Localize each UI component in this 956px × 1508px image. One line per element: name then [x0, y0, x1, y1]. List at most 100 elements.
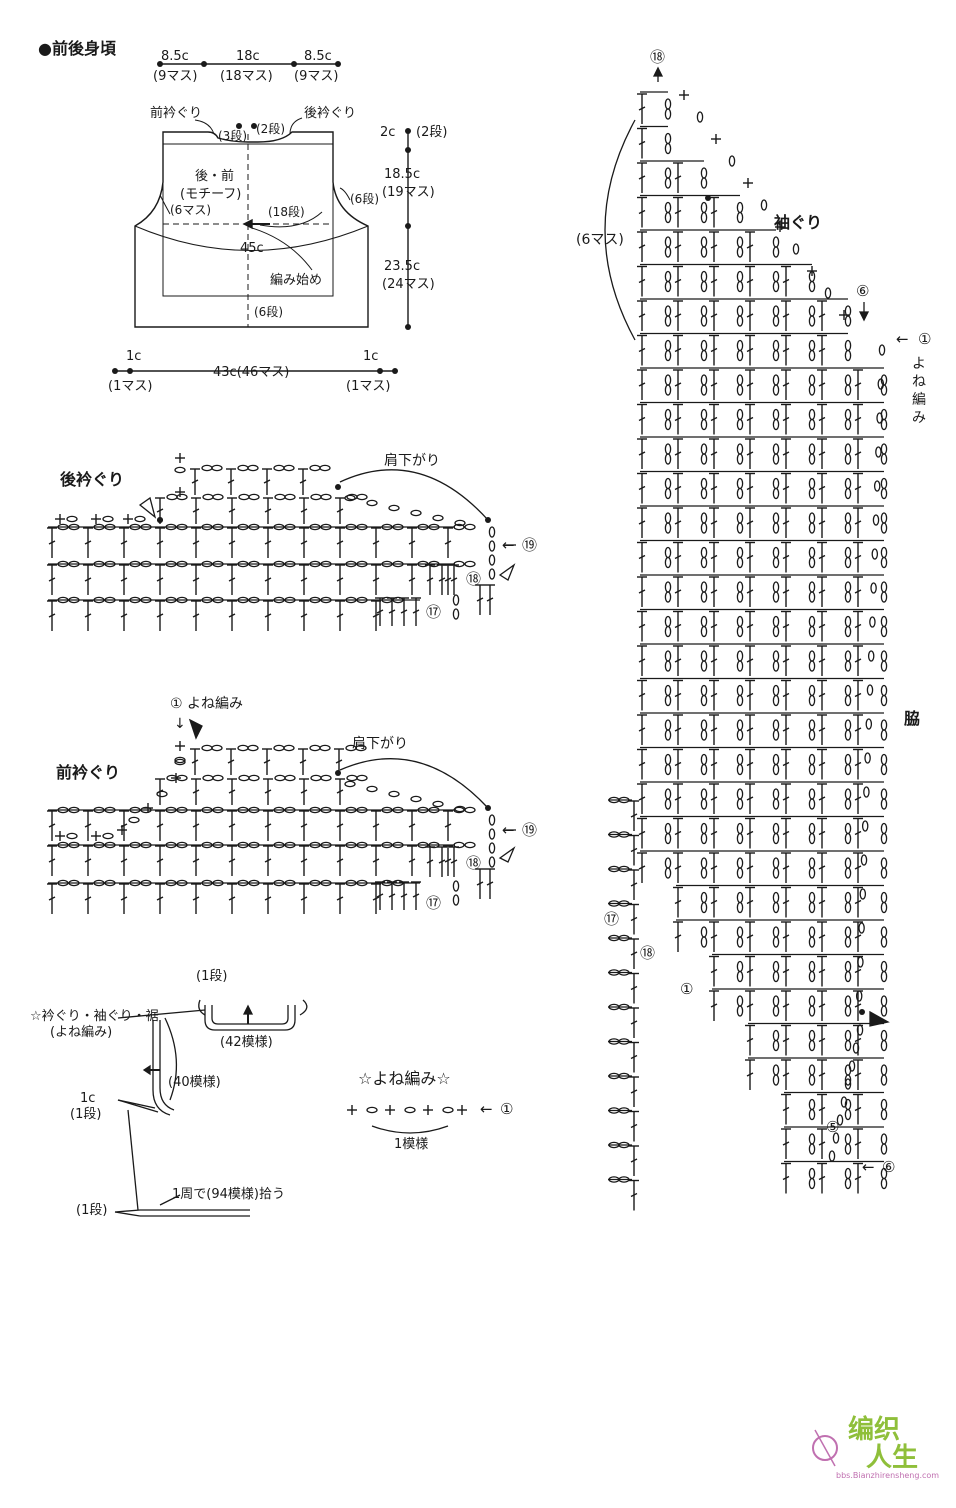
double-crochet: [781, 1093, 791, 1125]
chain-stitch: [736, 729, 744, 741]
chain-stitch: [356, 806, 368, 814]
chain-stitch: [844, 1039, 852, 1052]
chain-stitch: [664, 591, 672, 603]
chain-stitch: [320, 493, 332, 501]
chain-stitch: [68, 806, 80, 814]
chain-stitch: [736, 546, 744, 559]
chain-stitch: [248, 493, 260, 501]
double-crochet: [673, 886, 683, 918]
chain-stitch: [844, 581, 852, 593]
chain-stitch: [165, 560, 177, 568]
chain-stitch: [772, 581, 780, 593]
chain-stitch: [165, 841, 177, 849]
double-crochet: [637, 438, 647, 469]
chain-stitch: [309, 464, 321, 472]
double-crochet: [637, 748, 647, 780]
chain-stitch: [808, 936, 816, 948]
chain-stitch: [808, 280, 816, 293]
chain-stitch: [736, 556, 744, 569]
double-crochet: [119, 810, 129, 841]
double-crochet: [673, 852, 683, 883]
chain-stitch: [201, 560, 213, 568]
double-crochet: [709, 507, 719, 538]
chain-stitch: [880, 891, 888, 904]
chain-stitch: [664, 408, 672, 421]
single-crochet: [839, 310, 849, 320]
chain-stitch: [736, 581, 744, 593]
double-crochet: [335, 845, 345, 876]
chain-stitch: [880, 1108, 888, 1121]
double-crochet: [83, 527, 93, 558]
front-neck-dots: [335, 770, 491, 811]
chain-stitch: [844, 1167, 852, 1180]
chain-stitch: [808, 453, 816, 465]
chain-stitch: [274, 493, 286, 501]
chain-stitch: [700, 546, 708, 559]
chain-stitch: [736, 477, 744, 490]
chain-stitch: [859, 888, 867, 900]
chain-stitch: [808, 1029, 816, 1042]
chain-stitch: [700, 522, 708, 534]
chain-stitch: [878, 344, 886, 356]
back-row-18: ⑱: [466, 570, 481, 588]
chain-stitch: [870, 582, 877, 594]
chain-stitch: [880, 477, 888, 490]
chain-stitch: [381, 806, 393, 814]
edging-row-1: (1段): [196, 969, 227, 984]
double-crochet: [781, 265, 791, 297]
chain-stitch: [165, 523, 177, 531]
chain-stitch: [664, 822, 672, 835]
chain-stitch: [664, 650, 672, 662]
single-crochet: [743, 178, 753, 188]
double-crochet: [709, 748, 719, 780]
width-45: 45c: [240, 241, 264, 256]
chain-stitch: [664, 719, 672, 731]
chain-stitch: [736, 788, 744, 800]
double-crochet: [227, 497, 237, 524]
chain-stitch: [808, 1098, 816, 1111]
double-crochet: [817, 955, 827, 987]
chain-stitch: [772, 443, 780, 455]
chain-stitch: [844, 374, 852, 386]
chain-stitch: [237, 879, 249, 887]
chain-stitch: [488, 842, 496, 854]
double-crochet: [817, 1024, 827, 1056]
double-crochet: [637, 852, 647, 883]
chain-stitch: [664, 763, 672, 776]
chain-stitch: [618, 1107, 630, 1114]
double-crochet: [629, 1145, 639, 1176]
chain-stitch: [700, 487, 708, 500]
chain-stitch: [808, 522, 816, 534]
double-crochet: [853, 1162, 863, 1194]
chain-stitch: [428, 560, 440, 568]
bottom-stitch-left: (1マス): [108, 379, 152, 394]
chain-stitch: [844, 477, 852, 490]
chain-stitch: [428, 806, 440, 814]
chain-stitch: [432, 800, 444, 808]
chain-stitch: [356, 841, 368, 849]
chain-stitch: [345, 879, 357, 887]
chain-stitch: [808, 753, 816, 766]
chain-stitch: [772, 891, 780, 904]
chain-stitch: [417, 560, 429, 568]
chain-stitch: [880, 832, 888, 845]
double-crochet: [226, 748, 236, 775]
chain-stitch: [808, 660, 816, 672]
chain-stitch: [273, 744, 285, 752]
chain-stitch: [140, 523, 152, 531]
double-crochet: [425, 564, 435, 595]
double-crochet: [637, 576, 647, 607]
chain-stitch: [808, 694, 816, 707]
double-crochet: [299, 497, 309, 524]
double-crochet: [817, 714, 827, 745]
double-crochet: [853, 645, 863, 676]
chain-stitch: [284, 560, 296, 568]
chain-stitch: [736, 960, 744, 973]
chain-stitch: [736, 625, 744, 638]
double-crochet: [673, 610, 683, 642]
front-neck-chart-grid: [47, 741, 496, 914]
chain-stitch: [808, 546, 816, 559]
double-crochet: [155, 810, 165, 841]
chain-stitch: [700, 867, 708, 879]
chain-stitch: [664, 832, 672, 845]
